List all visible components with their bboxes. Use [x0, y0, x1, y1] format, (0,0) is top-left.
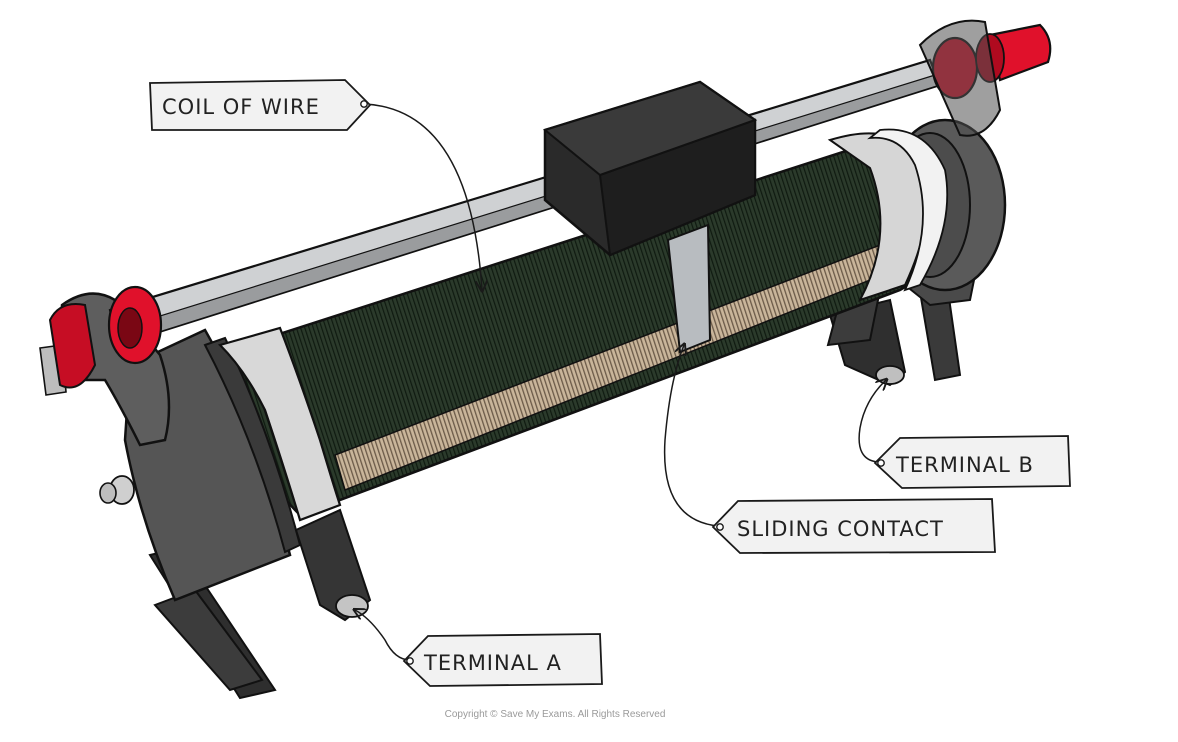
coil-leader: [364, 103, 482, 290]
label-coil-of-wire: COIL OF WIRE: [149, 79, 372, 131]
label-terminal-b: TERMINAL B: [873, 435, 1071, 489]
terminal-b-post: [826, 288, 907, 387]
terminal-a-leader: [355, 610, 411, 661]
right-collar: [827, 128, 949, 302]
left-knob: [48, 285, 163, 389]
terminal-a-label: TERMINAL A: [423, 651, 562, 675]
coil-of-wire-label: COIL OF WIRE: [162, 95, 320, 119]
leader-lines: [355, 103, 886, 661]
right-knob: [918, 19, 1052, 137]
label-sliding-contact: SLIDING CONTACT: [711, 498, 996, 554]
sliding-contact-leader: [663, 345, 719, 527]
sliding-contact-label: SLIDING CONTACT: [737, 517, 944, 541]
terminal-b-label: TERMINAL B: [895, 453, 1034, 477]
label-terminal-a: TERMINAL A: [402, 633, 603, 687]
terminal-b-leader: [858, 380, 886, 463]
terminal-a-post: [294, 508, 372, 622]
sliding-contact: [542, 80, 758, 354]
copyright-notice: Copyright © Save My Exams. All Rights Re…: [445, 709, 666, 720]
